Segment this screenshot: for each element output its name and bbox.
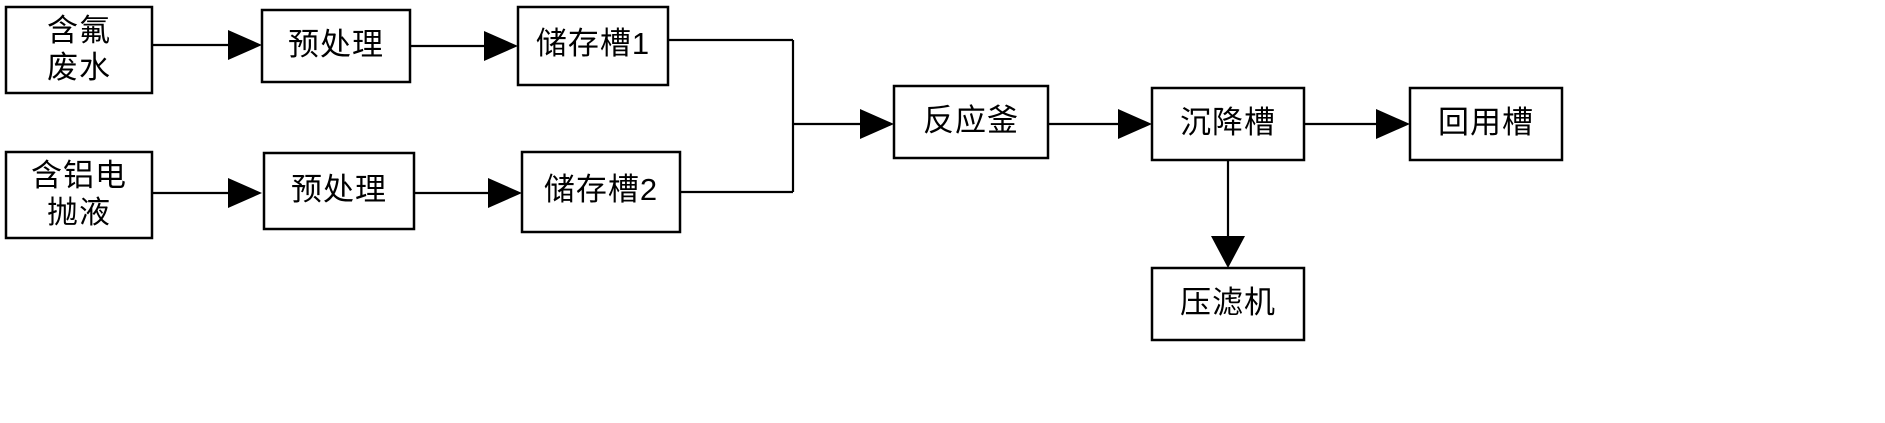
node-label: 预处理 — [291, 172, 387, 207]
node-label: 沉降槽 — [1180, 105, 1276, 140]
arrowhead-icon — [228, 30, 262, 60]
arrowhead-icon — [1118, 109, 1152, 139]
node-label-line-2: 抛液 — [47, 195, 111, 230]
node-box — [892, 84, 1050, 160]
node-label: 储存槽2 — [544, 172, 658, 207]
arrowhead-icon — [860, 109, 894, 139]
node-box — [4, 5, 154, 95]
node-box — [516, 5, 670, 87]
node-box — [4, 150, 154, 240]
node-filter-press[interactable]: 压滤机 — [1150, 266, 1306, 342]
node-storage-tank-1[interactable]: 储存槽1 — [516, 5, 670, 87]
node-storage-tank-2[interactable]: 储存槽2 — [520, 150, 682, 234]
node-pretreatment-1[interactable]: 预处理 — [260, 8, 412, 84]
node-box — [1150, 266, 1306, 342]
node-label: 反应釜 — [923, 103, 1019, 138]
node-box — [1150, 86, 1306, 162]
node-box — [262, 151, 416, 231]
edge-fluorine-wastewater-to-pretreatment-1 — [152, 30, 262, 60]
node-settling-tank[interactable]: 沉降槽 — [1150, 86, 1306, 162]
arrowhead-icon — [488, 178, 522, 208]
node-fluorine-wastewater[interactable]: 含氟 废水 — [4, 5, 154, 95]
node-label: 预处理 — [288, 27, 384, 62]
node-label: 储存槽1 — [536, 26, 650, 61]
edge-pretreatment-2-to-storage-tank-2 — [414, 178, 522, 208]
node-label: 回用槽 — [1438, 105, 1534, 140]
node-label: 压滤机 — [1180, 285, 1276, 320]
node-pretreatment-2[interactable]: 预处理 — [262, 151, 416, 231]
node-box — [260, 8, 412, 84]
edge-pretreatment-1-to-storage-tank-1 — [410, 31, 518, 61]
node-label-line-2: 废水 — [47, 50, 111, 85]
node-reaction-kettle[interactable]: 反应釜 — [892, 84, 1050, 160]
edge-aluminum-liquid-to-pretreatment-2 — [152, 178, 262, 208]
arrowhead-icon — [484, 31, 518, 61]
arrowhead-down-icon — [1211, 236, 1245, 268]
node-reuse-tank[interactable]: 回用槽 — [1408, 86, 1564, 162]
arrowhead-icon — [228, 178, 262, 208]
arrowhead-icon — [1376, 109, 1410, 139]
edge-reaction-kettle-to-settling-tank — [1048, 109, 1152, 139]
node-label-line-1: 含氟 — [47, 13, 111, 48]
node-box — [520, 150, 682, 234]
node-box — [1408, 86, 1564, 162]
edge-settling-tank-to-reuse-tank — [1304, 109, 1410, 139]
node-label-line-1: 含铝电 — [31, 158, 127, 193]
edge-storage-tanks-merge-to-reaction-kettle — [668, 38, 894, 194]
node-aluminum-electropolishing-liquid[interactable]: 含铝电 抛液 — [4, 150, 154, 240]
edge-settling-tank-to-filter-press — [1211, 160, 1245, 268]
